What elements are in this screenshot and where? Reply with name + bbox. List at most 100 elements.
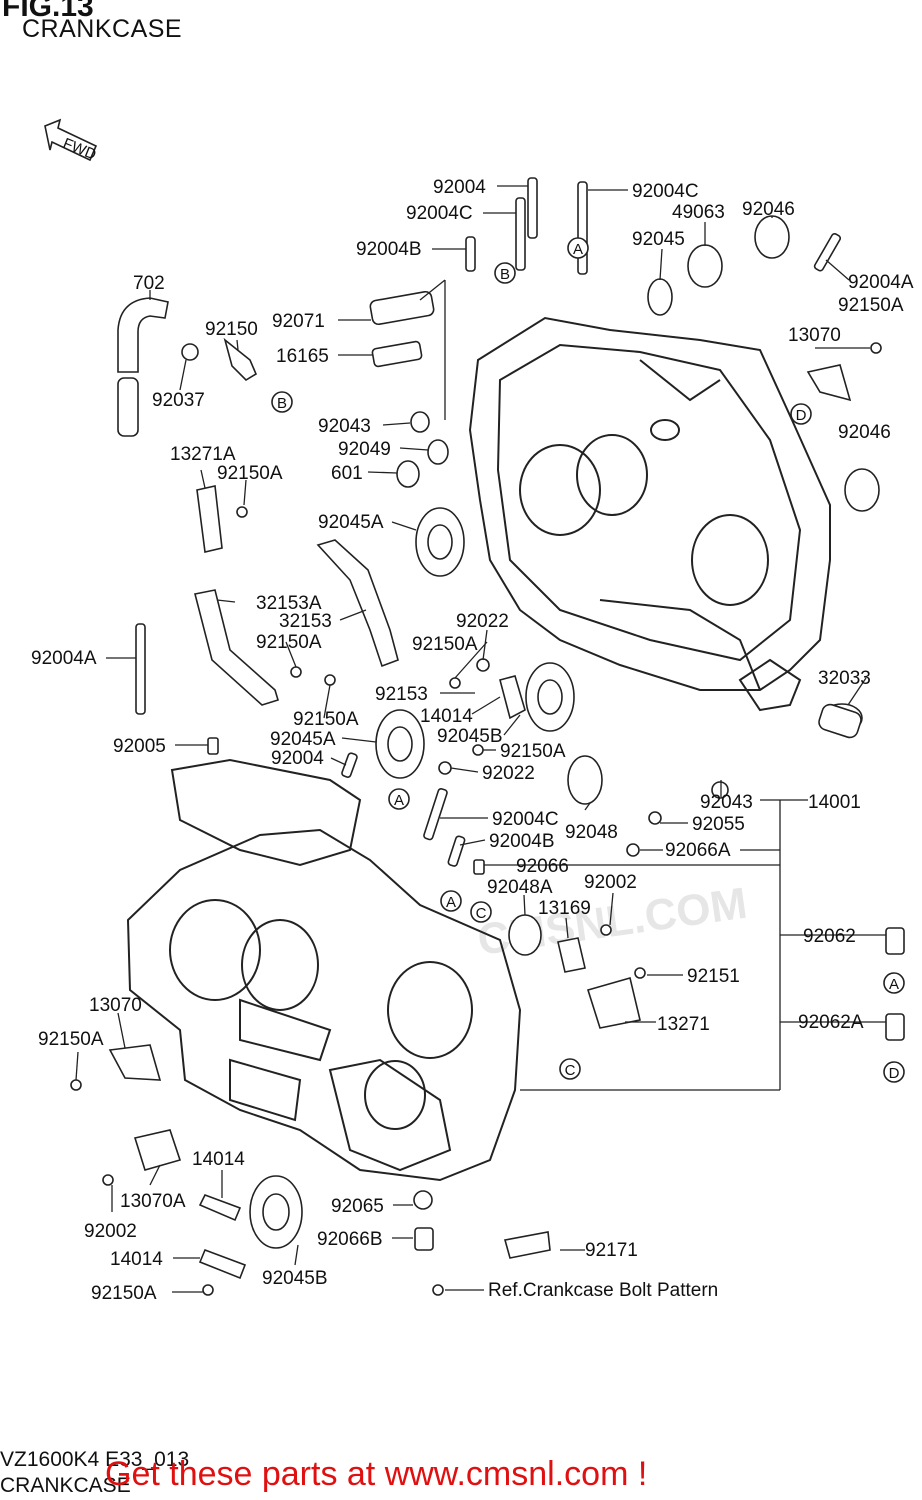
bolt-pattern-reference: Ref.Crankcase Bolt Pattern — [488, 1280, 718, 1301]
part-label: 92048A — [487, 877, 553, 898]
part-label: 92002 — [584, 872, 637, 893]
part-label: 32153A — [256, 593, 322, 614]
part-label: 92004 — [271, 748, 324, 769]
part-label: 92004B — [356, 239, 422, 260]
part-label: 92151 — [687, 966, 740, 987]
ref-letter: C — [476, 905, 487, 922]
ref-marker: A — [440, 890, 462, 912]
part-label: 14014 — [420, 706, 473, 727]
part-label: 13271A — [170, 444, 236, 465]
part-label: 92045B — [437, 726, 503, 747]
part-label: 92065 — [331, 1196, 384, 1217]
part-label: 13070 — [89, 995, 142, 1016]
studs-group — [135, 177, 842, 867]
part-label: 92062A — [798, 1012, 864, 1033]
figure-subtitle: CRANKCASE — [22, 15, 183, 43]
diagram-footer-name: CRANKCASE — [0, 1474, 131, 1497]
hose-and-pipes-group — [117, 290, 435, 706]
fwd-label: FWD — [61, 135, 99, 164]
ref-marker: C — [470, 901, 492, 923]
part-label: 92002 — [84, 1221, 137, 1242]
ref-letter: A — [394, 792, 404, 809]
bolts-group — [70, 342, 882, 1296]
part-label: 92043 — [700, 792, 753, 813]
part-label: 32153 — [279, 611, 332, 632]
part-label: 32033 — [818, 668, 871, 689]
part-label: 13169 — [538, 898, 591, 919]
part-label: 92071 — [272, 311, 325, 332]
parts-shop-link[interactable]: Get these parts at www.cmsnl.com ! — [105, 1455, 648, 1493]
part-label: 92004C — [632, 181, 699, 202]
part-label: 92150A — [217, 463, 283, 484]
figure-title: FIG.13 — [2, 0, 94, 23]
part-label: 92045B — [262, 1268, 328, 1289]
ref-letter: C — [565, 1062, 576, 1079]
ref-letter: D — [796, 407, 807, 424]
part-label: 92004A — [31, 648, 97, 669]
diagram-code: VZ1600K4 E33_013 — [0, 1448, 190, 1471]
part-label: 92046 — [742, 199, 795, 220]
part-label: 92150A — [412, 634, 478, 655]
part-label: 92062 — [803, 926, 856, 947]
ref-letter: A — [446, 894, 456, 911]
part-label: 92150A — [293, 709, 359, 730]
part-label: 92153 — [375, 684, 428, 705]
ref-marker: A — [388, 788, 410, 810]
part-labels: 92004 92004C 92004C 49063 92046 92045 92… — [31, 177, 914, 1304]
ref-marker: C — [559, 1058, 581, 1080]
ref-marker: B — [271, 391, 293, 413]
part-label: 14014 — [192, 1149, 245, 1170]
part-label: 14001 — [808, 792, 861, 813]
ref-marker: B — [494, 262, 516, 284]
ref-marker: D — [790, 403, 812, 425]
part-label: 92046 — [838, 422, 891, 443]
part-label: 92171 — [585, 1240, 638, 1261]
ref-letter: D — [889, 1065, 900, 1082]
ref-letter: B — [277, 395, 287, 412]
fwd-arrow-icon: FWD — [44, 118, 99, 164]
part-label: 92049 — [338, 439, 391, 460]
part-label: 92004A — [848, 272, 914, 293]
part-label: 92045A — [270, 729, 336, 750]
part-label: 92048 — [565, 822, 618, 843]
part-label: 92004 — [433, 177, 486, 198]
part-label: 92066 — [516, 856, 569, 877]
bearings-group — [249, 215, 880, 1249]
ref-marker: A — [883, 972, 905, 994]
part-label: 13070 — [788, 325, 841, 346]
part-label: 13271 — [657, 1014, 710, 1035]
part-label: 92045 — [632, 229, 685, 250]
part-label: 14014 — [110, 1249, 163, 1270]
part-label: 92004C — [492, 809, 559, 830]
part-label: 92150 — [205, 319, 258, 340]
ref-letter: A — [573, 241, 583, 258]
ref-letter: B — [500, 266, 510, 283]
part-label: 16165 — [276, 346, 329, 367]
part-label: 92005 — [113, 736, 166, 757]
leader-lines — [75, 185, 886, 1293]
part-label: 92004C — [406, 203, 473, 224]
part-label: 92022 — [456, 611, 509, 632]
part-label: 92150A — [500, 741, 566, 762]
upper-crankcase-half — [468, 316, 831, 712]
part-label: 92150A — [91, 1283, 157, 1304]
part-label: 92055 — [692, 814, 745, 835]
part-label: 92045A — [318, 512, 384, 533]
part-label: 92150A — [38, 1029, 104, 1050]
part-label: 92066B — [317, 1229, 383, 1250]
part-label: 92022 — [482, 763, 535, 784]
part-label: 92150A — [256, 632, 322, 653]
covers-and-plates-group — [108, 364, 905, 1280]
reference-markers: A B B D A A C A D C — [271, 237, 905, 1083]
part-label: 601 — [331, 463, 363, 484]
part-label: 702 — [133, 273, 165, 294]
lower-crankcase-half — [126, 758, 522, 1182]
part-label: 92043 — [318, 416, 371, 437]
part-label: 13070A — [120, 1191, 186, 1212]
part-label: 92004B — [489, 831, 555, 852]
part-label: 92150A — [838, 295, 904, 316]
ref-letter: A — [889, 976, 899, 993]
ref-marker: A — [567, 237, 589, 259]
